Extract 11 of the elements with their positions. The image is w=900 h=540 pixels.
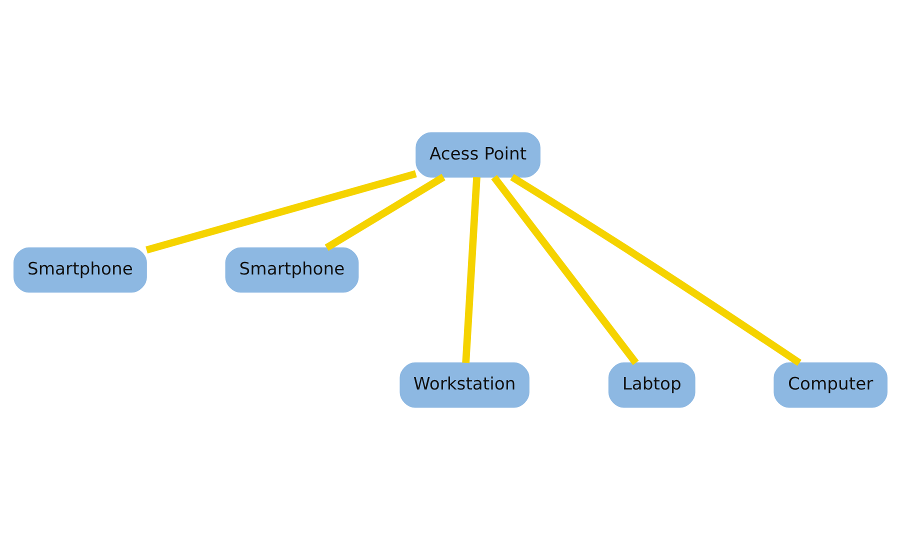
node-box: Smartphone [224,247,358,293]
node-box: Computer [773,362,888,408]
node-box: Acess Point [415,132,540,178]
connector [324,174,445,251]
node-box: Labtop [608,362,695,408]
node-box: Smartphone [12,247,146,293]
connector [145,170,416,254]
connector [510,174,801,366]
connector [490,174,638,366]
node-box: Workstation [399,362,529,408]
connector [462,176,480,364]
